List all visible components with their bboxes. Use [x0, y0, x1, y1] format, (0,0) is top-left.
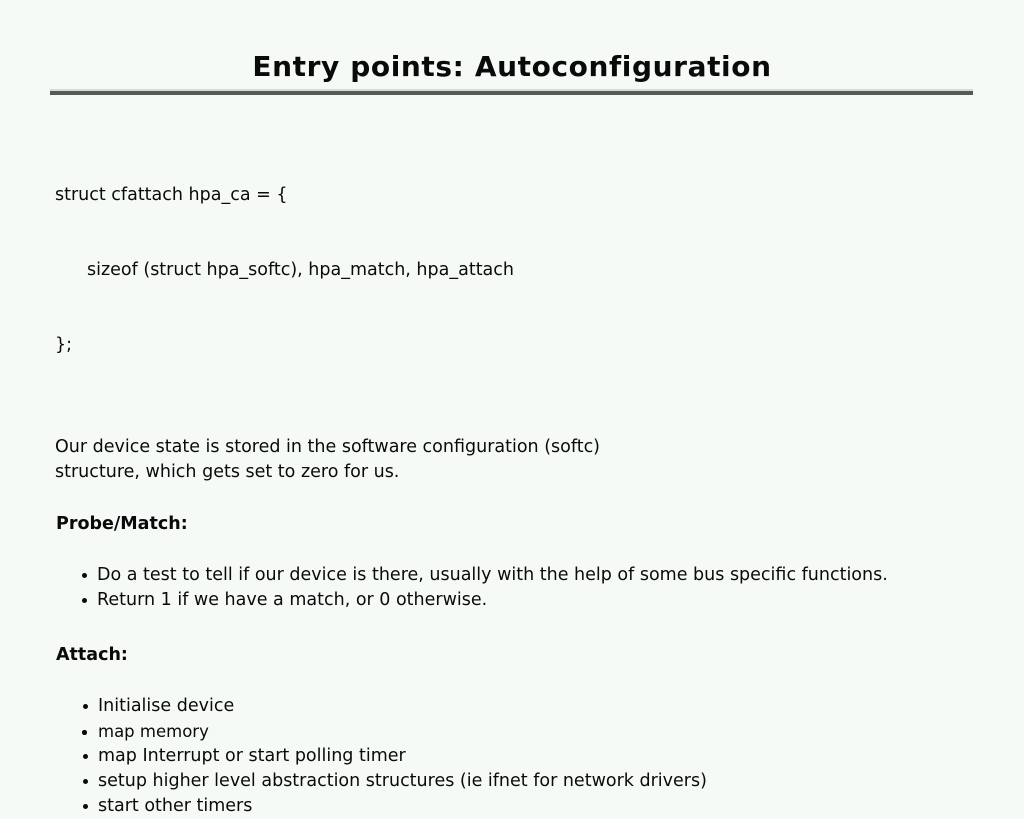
spacer	[55, 536, 995, 563]
divider-shadow	[50, 91, 973, 95]
code-block: struct cfattach hpa_ca = { sizeof (struc…	[55, 133, 995, 408]
spacer	[55, 485, 995, 512]
paragraph-line: structure, which gets set to zero for us…	[55, 462, 400, 482]
list-item: map memory	[56, 719, 995, 744]
bullet-dot-icon	[82, 730, 87, 735]
list-item: Initialise device	[56, 694, 995, 719]
section-heading-probe-match: Probe/Match:	[56, 514, 188, 534]
bullet-dot-icon	[82, 598, 87, 603]
list-item: start other timers	[56, 794, 995, 819]
list-item-label: Do a test to tell if our device is there…	[97, 565, 888, 585]
list-item-label: setup higher level abstraction structure…	[98, 771, 707, 791]
code-line: };	[55, 335, 73, 355]
list-item: Do a test to tell if our device is there…	[55, 563, 995, 588]
paragraph-line: Our device state is stored in the softwa…	[55, 437, 601, 457]
list-item-label: start other timers	[98, 796, 253, 816]
slide-content: struct cfattach hpa_ca = { sizeof (struc…	[55, 133, 995, 819]
code-line: sizeof (struct hpa_softc), hpa_match, hp…	[87, 260, 514, 280]
spacer	[55, 408, 995, 435]
list-item: map Interrupt or start polling timer	[56, 744, 995, 769]
list-item: setup higher level abstraction structure…	[56, 769, 995, 794]
code-line: struct cfattach hpa_ca = {	[55, 185, 288, 205]
bullet-dot-icon	[83, 704, 88, 709]
spacer	[55, 667, 995, 694]
attach-bullet-list: Initialise device map memory map Interru…	[56, 694, 995, 819]
title-divider	[50, 89, 973, 96]
divider-highlight	[50, 89, 973, 91]
slide-canvas: Entry points: Autoconfiguration struct c…	[50, 50, 973, 816]
page-title: Entry points: Autoconfiguration	[252, 50, 772, 83]
probe-match-bullet-list: Do a test to tell if our device is there…	[55, 563, 995, 613]
bullet-dot-icon	[83, 754, 88, 759]
list-item-label: Initialise device	[98, 696, 235, 716]
spacer	[55, 613, 995, 643]
section-heading-attach: Attach:	[56, 645, 128, 665]
description-paragraph: Our device state is stored in the softwa…	[55, 435, 995, 485]
bullet-dot-icon	[82, 573, 87, 578]
list-item-label: map memory	[98, 722, 209, 741]
bullet-dot-icon	[83, 804, 88, 809]
bullet-dot-icon	[83, 779, 88, 784]
list-item-label: map Interrupt or start polling timer	[98, 746, 406, 766]
list-item-label: Return 1 if we have a match, or 0 otherw…	[97, 590, 488, 610]
list-item: Return 1 if we have a match, or 0 otherw…	[55, 588, 995, 613]
